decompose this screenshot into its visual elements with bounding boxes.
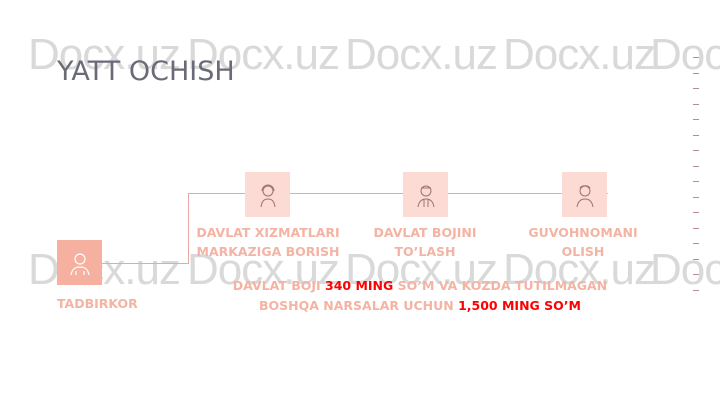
note-text: DAVLAT BOJI bbox=[232, 278, 326, 293]
watermark: Docx.uz bbox=[650, 30, 720, 79]
person-icon bbox=[576, 184, 593, 207]
step-label-line: DAVLAT BOJINI bbox=[373, 225, 477, 240]
step-label-1: DAVLAT XIZMATLARI MARKAZIGA BORISH bbox=[193, 223, 343, 261]
watermark: Docx.uz bbox=[345, 30, 498, 79]
fee-note: DAVLAT BOJI 340 MING SO’M VA KOZDA TUTIL… bbox=[200, 276, 640, 316]
tick-mark bbox=[693, 88, 699, 89]
tick-mark bbox=[693, 181, 699, 182]
note-text: BOSHQA NARSALAR UCHUN bbox=[259, 298, 459, 313]
tick-mark bbox=[693, 243, 699, 244]
connector bbox=[188, 193, 608, 194]
tick-mark bbox=[693, 289, 699, 291]
tick-mark bbox=[693, 212, 699, 213]
page-title: YATT OCHISH bbox=[57, 56, 235, 87]
man-icon bbox=[417, 185, 434, 207]
fee-note-line-1: DAVLAT BOJI 340 MING SO’M VA KOZDA TUTIL… bbox=[200, 276, 640, 296]
tick-mark bbox=[693, 258, 699, 260]
person-icon bbox=[69, 252, 90, 275]
fee-note-line-2: BOSHQA NARSALAR UCHUN 1,500 MING SO’M bbox=[200, 296, 640, 316]
watermark: Docx.uz bbox=[187, 30, 340, 79]
watermark: Docx.uz bbox=[187, 245, 340, 294]
connector bbox=[188, 193, 189, 264]
fee-amount: 1,500 MING SO’M bbox=[458, 298, 581, 313]
step-label-line: OLISH bbox=[561, 244, 605, 259]
entrepreneur-label: TADBIRKOR bbox=[57, 296, 138, 311]
step-label-2: DAVLAT BOJINI TO’LASH bbox=[350, 223, 500, 261]
step-label-3: GUVOHNOMANI OLISH bbox=[508, 223, 658, 261]
tick-mark bbox=[693, 274, 699, 275]
step-label-line: TO’LASH bbox=[394, 244, 456, 259]
operator-icon bbox=[260, 184, 275, 207]
watermark: Docx.uz bbox=[28, 245, 181, 294]
watermark: Docx.uz bbox=[650, 245, 720, 294]
tick-mark bbox=[693, 57, 699, 58]
tick-mark bbox=[693, 150, 699, 151]
step-box-3 bbox=[562, 172, 607, 217]
step-label-line: DAVLAT XIZMATLARI bbox=[196, 225, 340, 240]
step-label-line: GUVOHNOMANI bbox=[528, 225, 638, 240]
note-text: SO’M VA KOZDA TUTILMAGAN bbox=[393, 278, 608, 293]
watermark: Docx.uz bbox=[345, 245, 498, 294]
connector bbox=[102, 263, 189, 264]
watermark: Docx.uz bbox=[28, 30, 181, 79]
step-box-2 bbox=[403, 172, 448, 217]
tick-mark bbox=[693, 165, 699, 167]
tick-mark bbox=[693, 227, 699, 229]
entrepreneur-box bbox=[57, 240, 102, 285]
watermark: Docx.uz bbox=[503, 30, 656, 79]
tick-mark bbox=[693, 72, 699, 74]
watermark: Docx.uz bbox=[503, 245, 656, 294]
step-label-line: MARKAZIGA BORISH bbox=[196, 244, 340, 259]
tick-mark bbox=[693, 196, 699, 198]
tick-mark bbox=[693, 103, 699, 105]
tick-mark bbox=[693, 134, 699, 136]
tick-mark bbox=[693, 119, 699, 120]
fee-amount: 340 MING bbox=[325, 278, 394, 293]
step-box-1 bbox=[245, 172, 290, 217]
